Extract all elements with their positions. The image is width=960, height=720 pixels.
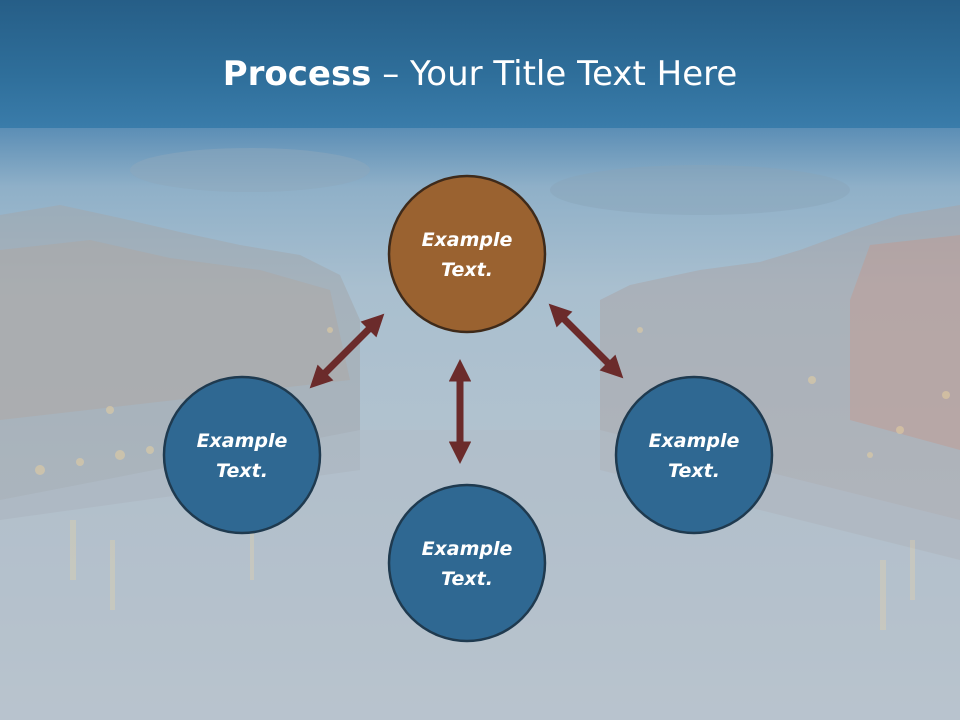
node-left[interactable]: Example Text. xyxy=(162,375,322,535)
slide-title: Process – Your Title Text Here xyxy=(0,52,960,96)
node-top[interactable]: Example Text. xyxy=(387,174,547,334)
node-right-line1: Example xyxy=(649,430,740,452)
node-left-line2: Text. xyxy=(216,460,268,482)
node-bottom-line1: Example xyxy=(422,538,513,560)
node-top-circle xyxy=(387,174,547,334)
node-bottom-line2: Text. xyxy=(441,568,493,590)
node-bottom-circle xyxy=(387,483,547,643)
title-band xyxy=(0,0,960,128)
node-top-line2: Text. xyxy=(441,259,493,281)
node-right[interactable]: Example Text. xyxy=(614,375,774,535)
node-bottom[interactable]: Example Text. xyxy=(387,483,547,643)
arrow-top-left xyxy=(309,313,385,389)
title-rest: – Your Title Text Here xyxy=(371,54,738,94)
node-left-line1: Example xyxy=(197,430,288,452)
node-right-circle xyxy=(614,375,774,535)
node-top-line1: Example xyxy=(422,229,513,251)
node-right-line2: Text. xyxy=(668,460,720,482)
title-bold: Process xyxy=(222,54,372,94)
node-left-circle xyxy=(162,375,322,535)
arrow-top-right xyxy=(548,303,624,379)
